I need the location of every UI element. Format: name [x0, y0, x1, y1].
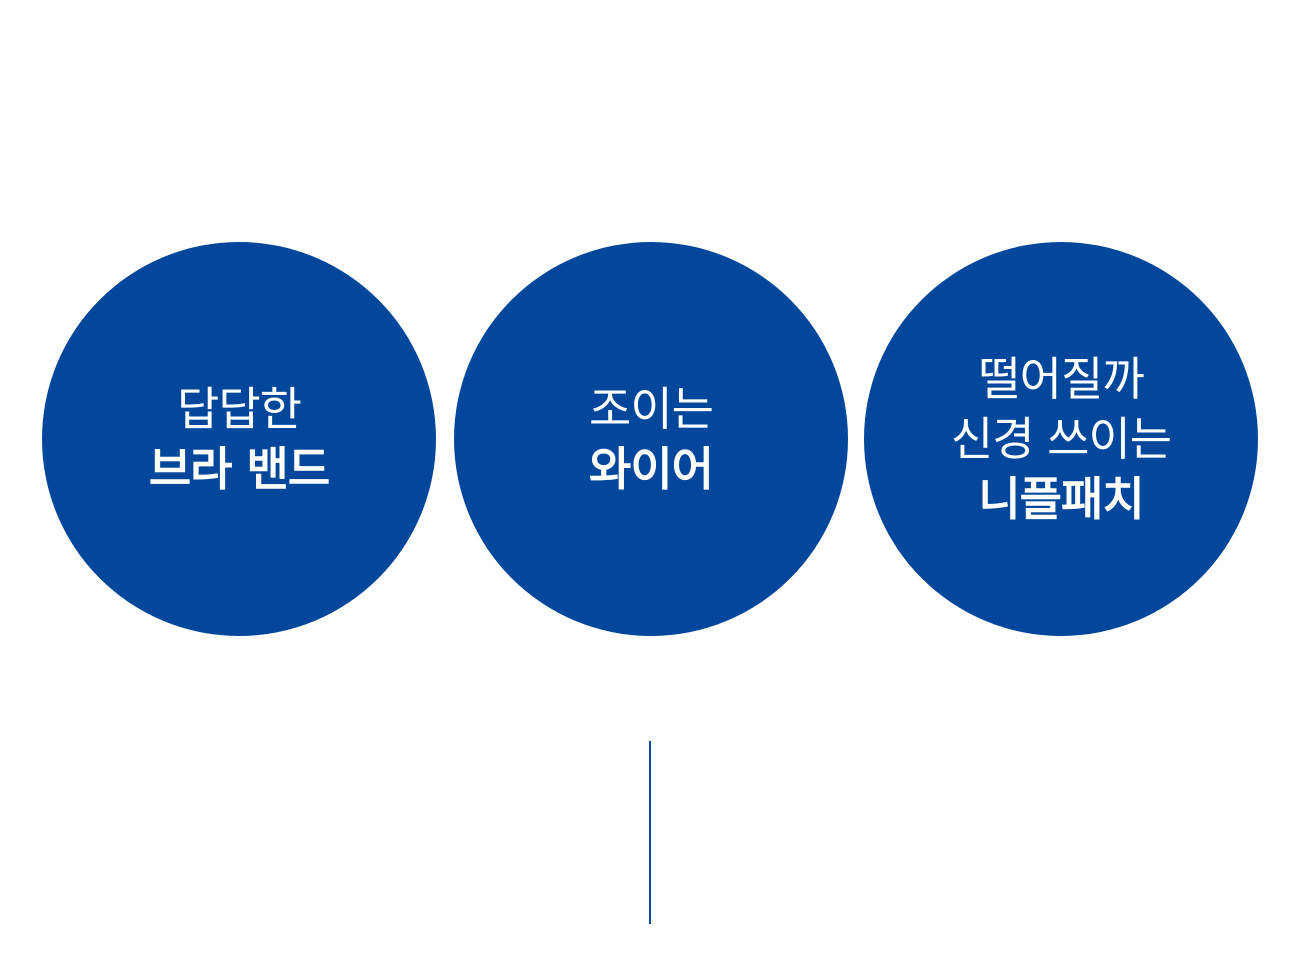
circle-text-light: 신경 쓰이는: [950, 412, 1172, 466]
circle-text-light: 떨어질까: [978, 352, 1144, 406]
circle-text-light: 조이는: [589, 382, 714, 436]
concern-circle-bra-band: 답답한 브라 밴드: [42, 242, 436, 636]
vertical-divider-line: [649, 741, 651, 924]
circle-text-bold: 니플패치: [978, 472, 1144, 526]
circle-text-light: 답답한: [177, 382, 302, 436]
circle-text-bold: 와이어: [589, 442, 714, 496]
circle-text-bold: 브라 밴드: [148, 442, 330, 496]
concern-circle-nipple-patch: 떨어질까 신경 쓰이는 니플패치: [864, 242, 1258, 636]
concern-circle-wire: 조이는 와이어: [454, 242, 848, 636]
